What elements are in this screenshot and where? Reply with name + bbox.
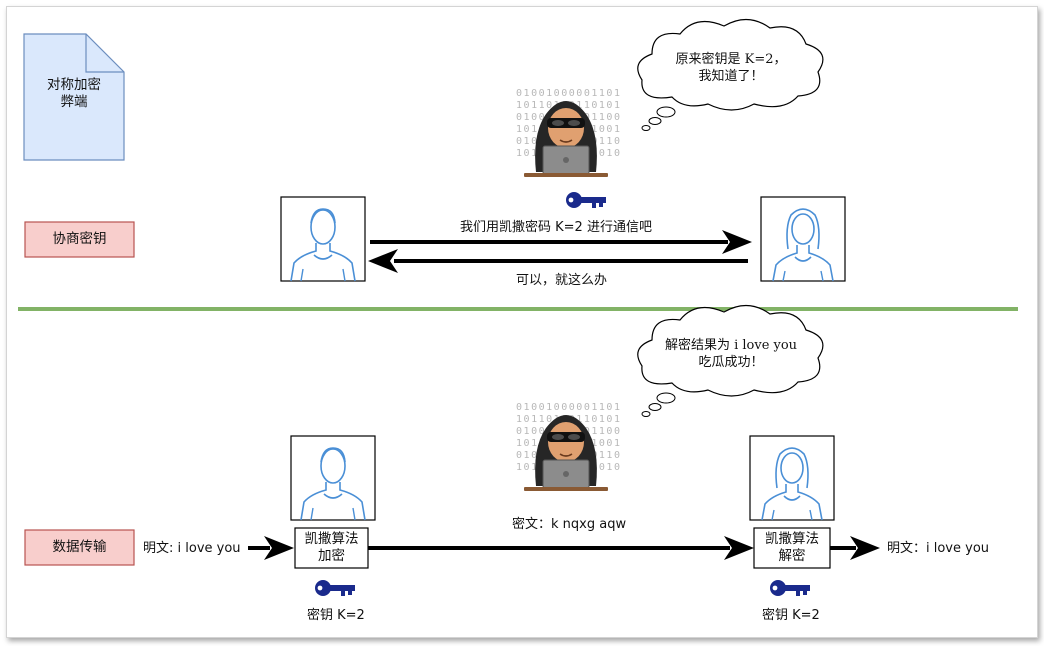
doc-title-line2: 弊端 (60, 94, 88, 110)
doc-shape (23, 33, 125, 161)
ciphertext-label: 密文：k nqxg aqw (512, 517, 627, 532)
tag-negotiate-key (24, 221, 135, 258)
eve-thought-bottom-line2: 吃瓜成功！ (698, 355, 764, 370)
tag-data-transfer-label: 数据传输 (52, 539, 107, 555)
arrow-plaintext-to-encrypt (248, 536, 294, 560)
bob-avatar-bottom (749, 435, 835, 521)
message-to-alice: 可以，就这么办 (516, 273, 608, 288)
decrypt-label-line2: 解密 (778, 548, 806, 564)
encrypt-label-line1: 凯撒算法 (304, 531, 359, 547)
key-label-left: 密钥 K=2 (307, 608, 365, 623)
arrow-to-bob (370, 230, 752, 254)
encrypt-label: 凯撒算法加密 (295, 528, 368, 568)
binary-row: 01001000001101 (516, 88, 620, 99)
decrypt-label-line1: 凯撒算法 (765, 531, 819, 547)
eve-thought-top-line1: 原来密钥是 K=2， (675, 52, 787, 67)
key-icon-stolen (566, 192, 606, 208)
plaintext-output: 明文：i love you (887, 541, 990, 556)
alice-avatar-top (280, 196, 366, 282)
doc-title-line1: 对称加密 (47, 77, 101, 93)
arrow-decrypt-to-plaintext (830, 536, 880, 560)
tag-data-transfer (24, 529, 135, 566)
thought-cloud-bottom (637, 304, 824, 417)
thought-cloud-top (637, 18, 824, 131)
key-label-right: 密钥 K=2 (762, 608, 820, 623)
tag-negotiate-key-label: 协商密钥 (52, 231, 107, 247)
bob-avatar-top (760, 196, 846, 282)
message-to-bob: 我们用凯撒密码 K=2 进行通信吧 (460, 220, 652, 235)
diagram-frame (6, 6, 1038, 638)
decrypt-box (753, 527, 831, 569)
eve-thought-bottom-line1: 解密结果为 i love you (664, 338, 798, 353)
eve-thought-bottom: 解密结果为 i love you 吃瓜成功！ (650, 334, 812, 374)
alice-avatar-bottom (290, 435, 376, 521)
doc-title: 对称加密弊端 (24, 74, 124, 114)
key-icon-right (770, 580, 810, 596)
plaintext-input: 明文: i love you (143, 541, 241, 556)
arrow-to-alice (368, 249, 748, 273)
key-icon-left (315, 580, 355, 596)
eve-thought-top: 原来密钥是 K=2， 我知道了！ (650, 48, 812, 88)
arrow-ciphertext (368, 536, 754, 560)
decrypt-label: 凯撒算法解密 (754, 528, 830, 568)
binary-row: 01001000001101 (516, 402, 620, 413)
encrypt-label-line2: 加密 (318, 548, 345, 564)
eve-thought-top-line2: 我知道了！ (698, 69, 764, 84)
